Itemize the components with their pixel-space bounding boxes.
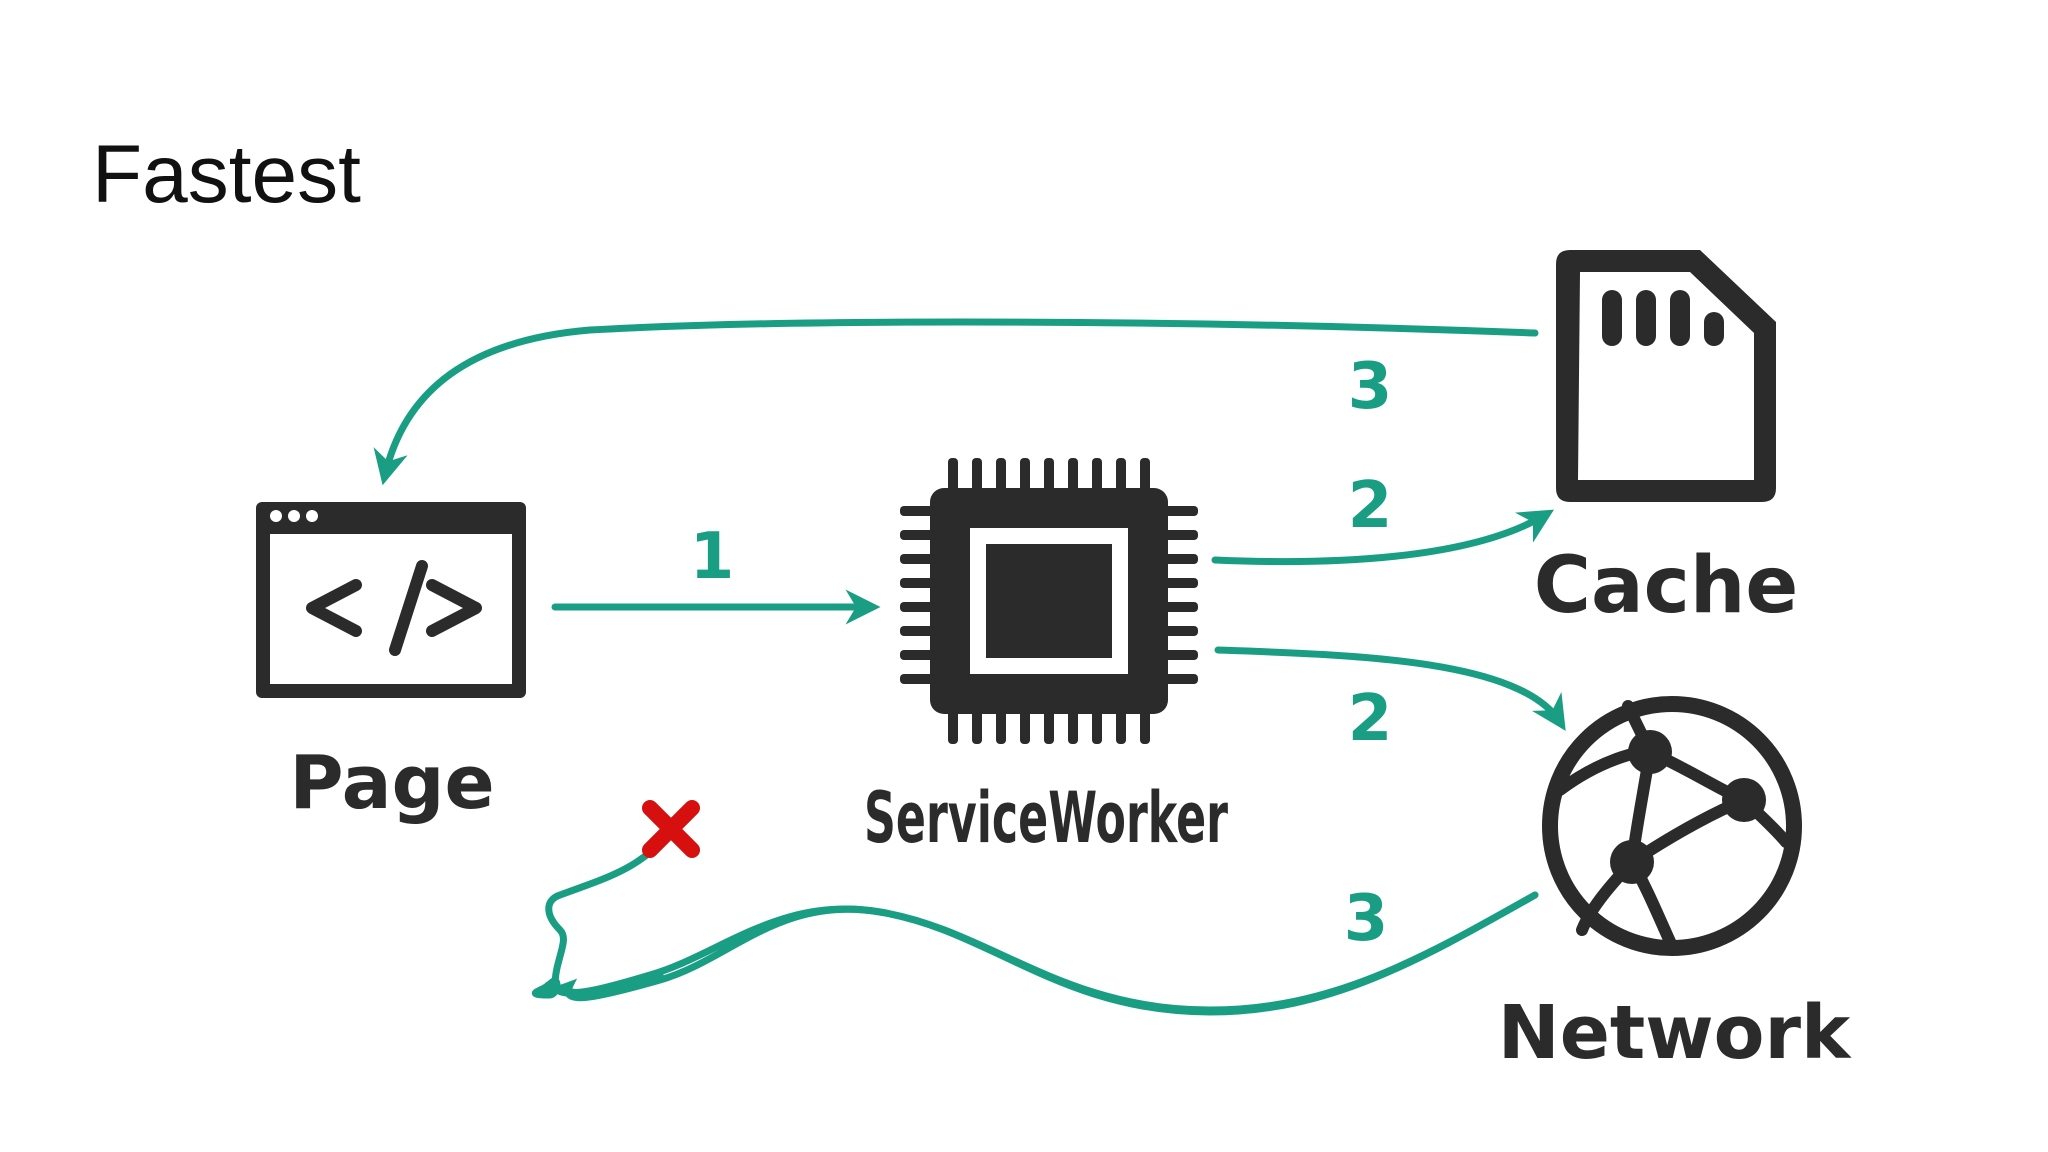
chip-icon [900,458,1198,744]
arrow-cache-to-page [373,318,1539,486]
step-label-network-to-page: 3 [1344,882,1389,956]
step-label-sw-to-network: 2 [1348,682,1393,756]
cache-node: Cache [1534,250,1799,631]
memory-card-icon [1556,250,1776,502]
slide-title: Fastest [92,129,361,220]
globe-network-icon [1542,696,1802,956]
network-node: Network [1498,696,1852,1076]
arrow-network-to-discard-loop [545,828,1539,1016]
page-label: Page [289,740,494,826]
page-node: Page [256,502,526,826]
serviceworker-label: ServiceWorker [864,777,1228,859]
discard-cross-icon [642,800,700,858]
step-label-sw-to-cache: 2 [1348,469,1393,543]
step-label-cache-to-page: 3 [1348,350,1393,424]
network-label: Network [1498,990,1852,1076]
arrow-serviceworker-to-network [1214,646,1566,731]
serviceworker-node: ServiceWorker [864,458,1228,859]
cache-label: Cache [1534,541,1799,631]
step-label-page-to-sw: 1 [690,520,735,594]
browser-code-icon [256,502,526,698]
arrow-serviceworker-to-cache [1211,509,1555,566]
